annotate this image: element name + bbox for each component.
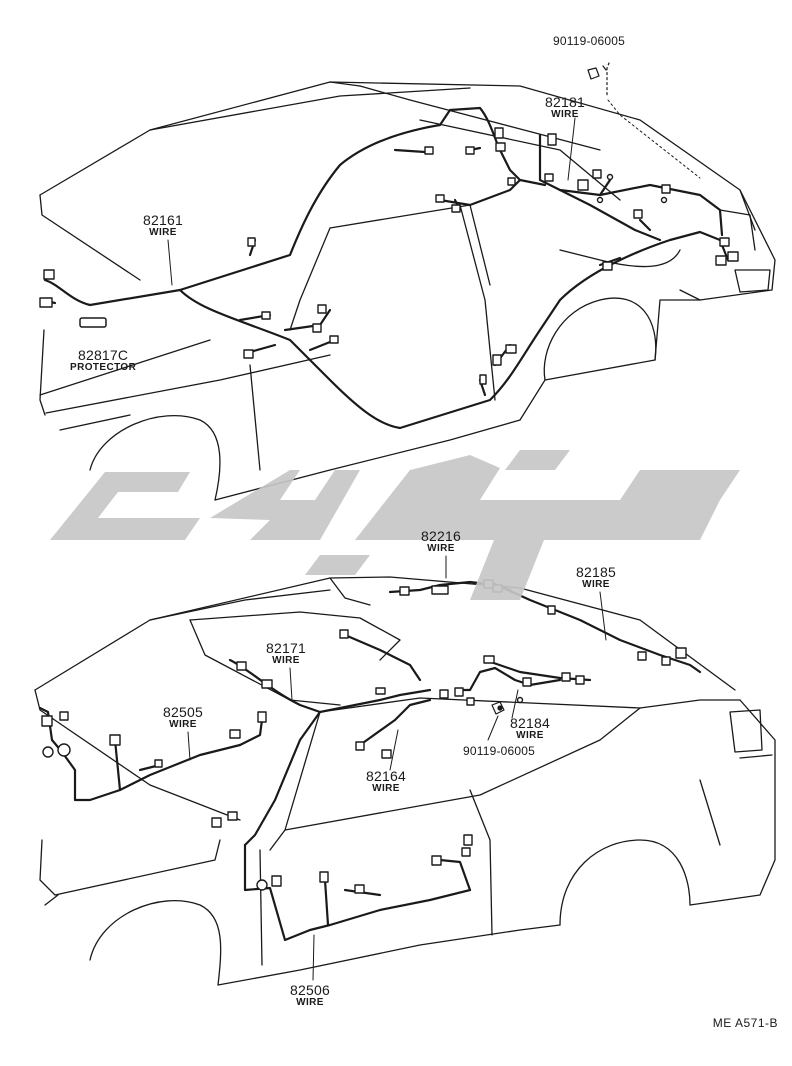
part-number: 90119-06005 xyxy=(463,744,536,758)
part-name: WIRE xyxy=(551,109,579,120)
wire-82185-label: 82185 WIRE xyxy=(576,565,616,590)
upper-leaders xyxy=(167,99,701,286)
lower-connectors xyxy=(41,579,687,894)
part-number: 82164 xyxy=(366,768,406,784)
part-number: 82181 xyxy=(545,94,585,110)
part-number: 82185 xyxy=(576,564,616,580)
wire-82506-label: 82506 WIRE xyxy=(290,983,330,1008)
wire-82171-label: 82171 WIRE xyxy=(266,641,306,666)
lower-wire-harness xyxy=(38,580,702,942)
watermark-logo-icon xyxy=(50,450,740,600)
part-name: WIRE xyxy=(296,997,324,1008)
protector-82817c-label: 82817C PROTECTOR xyxy=(70,348,136,373)
part-name: PROTECTOR xyxy=(70,362,137,373)
part-number: 82161 xyxy=(143,212,183,228)
part-name: WIRE xyxy=(149,227,177,238)
wire-82164-label: 82164 WIRE xyxy=(366,769,406,794)
upper-bolt-part xyxy=(587,62,610,97)
part-number: 82216 xyxy=(421,528,461,544)
part-name: WIRE xyxy=(582,579,610,590)
part-name: WIRE xyxy=(272,655,300,666)
upper-car-body xyxy=(39,81,776,501)
protector-part xyxy=(79,317,107,328)
wire-82216-label: 82216 WIRE xyxy=(421,529,461,554)
part-name: WIRE xyxy=(372,783,400,794)
wire-82505-label: 82505 WIRE xyxy=(163,705,203,730)
upper-connectors xyxy=(39,127,739,385)
part-name: WIRE xyxy=(427,543,455,554)
lower-bolt-part xyxy=(491,701,505,715)
part-name: WIRE xyxy=(169,719,197,730)
part-number: 82171 xyxy=(266,640,306,656)
part-number: 82184 xyxy=(510,715,550,731)
part-number: 82506 xyxy=(290,982,330,998)
lower-leaders xyxy=(187,555,607,981)
lower-car-body xyxy=(34,576,776,986)
lower-bolt-label: 90119-06005 xyxy=(463,745,535,757)
part-number: 90119-06005 xyxy=(553,34,626,48)
drawing-reference-code: ME A571-B xyxy=(712,1016,778,1030)
bolt-part-label: 90119-06005 xyxy=(553,35,625,47)
wire-82161-label: 82161 WIRE xyxy=(143,213,183,238)
part-name: WIRE xyxy=(516,730,544,741)
part-number: 82817C xyxy=(77,347,129,363)
upper-wire-harness xyxy=(40,106,730,430)
part-number: 82505 xyxy=(163,704,203,720)
wire-82184-label: 82184 WIRE xyxy=(510,716,550,741)
wire-82181-label: 82181 WIRE xyxy=(545,95,585,120)
